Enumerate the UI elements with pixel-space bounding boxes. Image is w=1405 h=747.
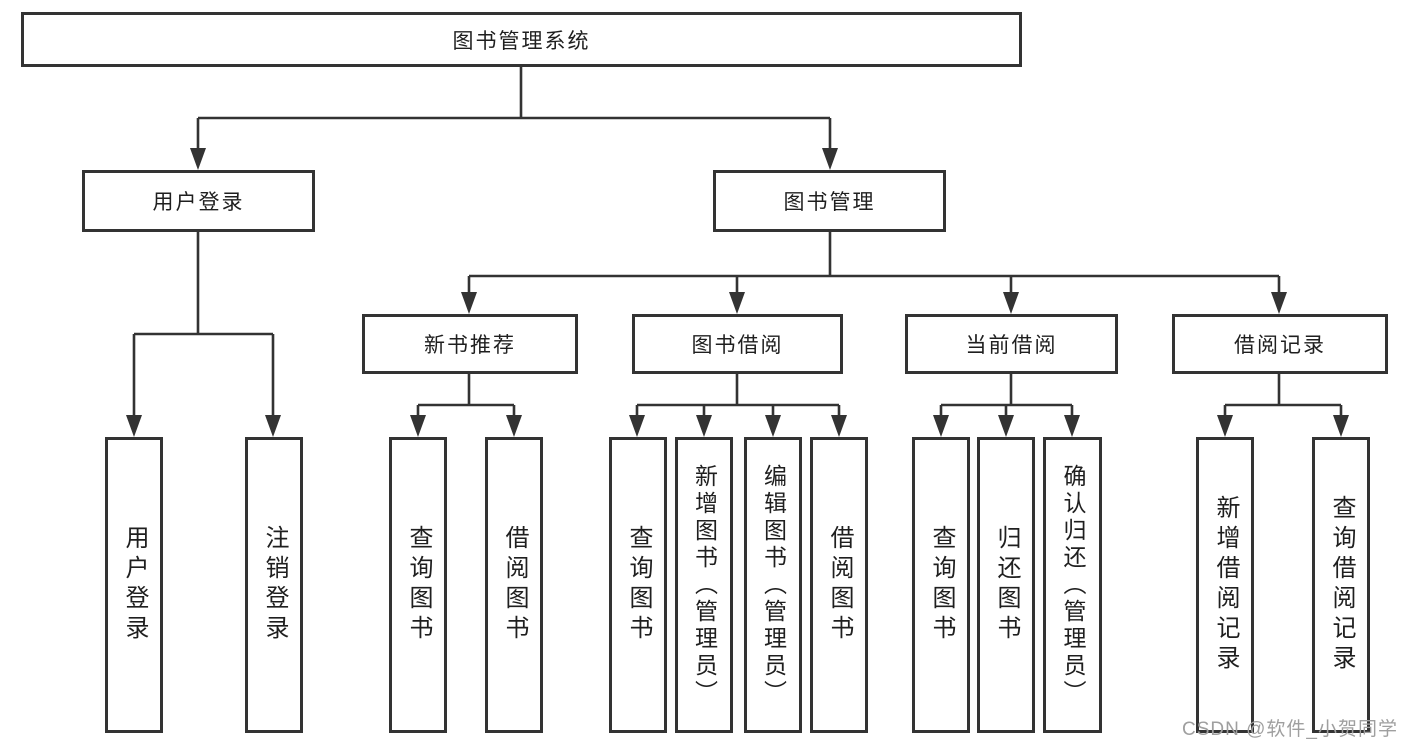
leaf-query-books-recommend: 查询图书 bbox=[389, 437, 447, 733]
leaf-return-books: 归还图书 bbox=[977, 437, 1035, 733]
node-user-login: 用户登录 bbox=[82, 170, 315, 232]
node-book-borrowing: 图书借阅 bbox=[632, 314, 843, 374]
node-book-management: 图书管理 bbox=[713, 170, 946, 232]
node-library-management-system: 图书管理系统 bbox=[21, 12, 1022, 67]
leaf-query-borrow-record: 查询借阅记录 bbox=[1312, 437, 1370, 733]
leaf-borrow-books: 借阅图书 bbox=[810, 437, 868, 733]
node-borrowing-records: 借阅记录 bbox=[1172, 314, 1388, 374]
leaf-user-login: 用户登录 bbox=[105, 437, 163, 733]
leaf-logout: 注销登录 bbox=[245, 437, 303, 733]
node-current-borrowing: 当前借阅 bbox=[905, 314, 1118, 374]
node-new-book-recommendation: 新书推荐 bbox=[362, 314, 578, 374]
leaf-query-books-borrow: 查询图书 bbox=[609, 437, 667, 733]
leaf-add-borrow-record: 新增借阅记录 bbox=[1196, 437, 1254, 733]
leaf-confirm-return-admin: 确认归还（管理员） bbox=[1043, 437, 1102, 733]
leaf-query-books-current: 查询图书 bbox=[912, 437, 970, 733]
leaf-borrow-books-recommend: 借阅图书 bbox=[485, 437, 543, 733]
leaf-edit-books-admin: 编辑图书（管理员） bbox=[744, 437, 802, 733]
leaf-add-books-admin: 新增图书（管理员） bbox=[675, 437, 733, 733]
csdn-watermark: CSDN @软件_小贺同学 bbox=[1182, 719, 1398, 740]
